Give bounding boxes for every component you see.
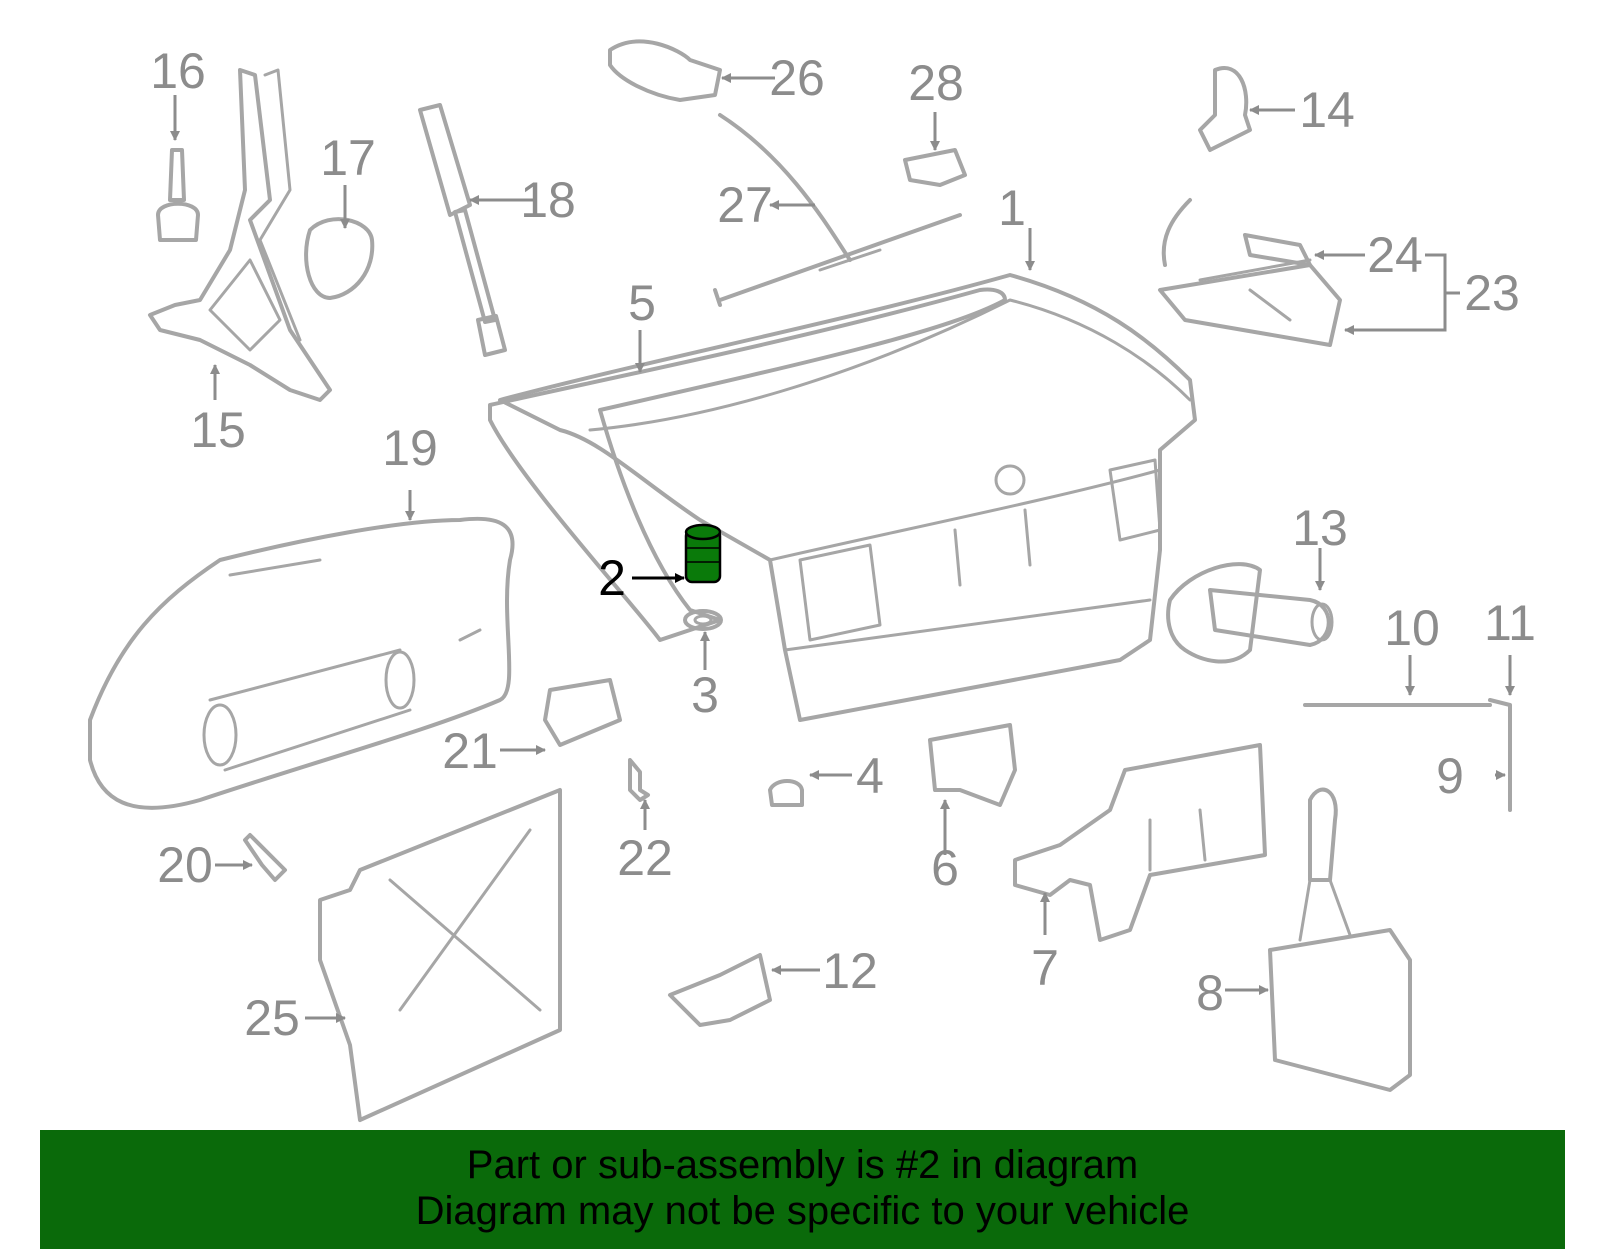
hinge-part — [148, 68, 332, 402]
plug-part-4 — [768, 779, 804, 807]
callout-10: 10 — [1384, 600, 1440, 656]
callout-11: 11 — [1484, 595, 1536, 651]
callout-4: 4 — [856, 748, 884, 804]
banner-line-2: Diagram may not be specific to your vehi… — [415, 1189, 1190, 1233]
callout-labels: 1 2 3 4 5 6 7 8 9 10 11 12 13 14 15 16 1… — [150, 43, 1536, 1046]
callout-15: 15 — [190, 402, 246, 458]
lock-assembly-part-23 — [1158, 198, 1342, 347]
highlighted-part-2 — [684, 523, 722, 584]
callout-19: 19 — [382, 420, 438, 476]
callout-14: 14 — [1299, 82, 1355, 138]
trim-panel-part — [88, 516, 515, 810]
callout-5: 5 — [628, 275, 656, 331]
panel-part-25 — [318, 788, 562, 1122]
leader-lines — [170, 73, 1515, 1023]
banner-line-1: Part or sub-assembly is #2 in diagram — [466, 1143, 1139, 1187]
callout-8: 8 — [1196, 965, 1224, 1021]
bumper-part-17 — [304, 217, 375, 300]
motor-part-13 — [1166, 562, 1334, 664]
bracket-part-26 — [608, 39, 722, 102]
callout-21: 21 — [442, 723, 498, 779]
striker-part-6 — [928, 723, 1017, 807]
bolt-part-20 — [243, 833, 287, 882]
gas-strut-part-18 — [418, 103, 507, 357]
rod-part-11 — [1488, 698, 1512, 812]
callout-20: 20 — [157, 837, 213, 893]
bracket-part-21 — [543, 678, 622, 747]
callout-26: 26 — [769, 50, 825, 106]
lever-part-14 — [1198, 66, 1252, 152]
callout-13: 13 — [1292, 500, 1348, 556]
release-cable-part-27 — [713, 113, 962, 307]
callout-12: 12 — [822, 943, 878, 999]
actuator-part-8 — [1268, 787, 1412, 1092]
latch-part-12 — [668, 953, 772, 1027]
callout-27: 27 — [717, 177, 773, 233]
callout-2: 2 — [598, 550, 626, 606]
callout-1: 1 — [998, 180, 1026, 236]
grommet-part-3 — [683, 609, 723, 631]
callout-23: 23 — [1464, 265, 1520, 321]
callout-9: 9 — [1436, 748, 1464, 804]
screw-part-22 — [628, 758, 650, 802]
callout-6: 6 — [931, 840, 959, 896]
callout-28: 28 — [908, 55, 964, 111]
callout-3: 3 — [691, 667, 719, 723]
bulb-part-24 — [1243, 233, 1312, 267]
callout-7: 7 — [1031, 940, 1059, 996]
callout-25: 25 — [244, 990, 300, 1046]
bolt-part-16 — [156, 148, 200, 242]
trunk-lid-part — [498, 273, 1197, 722]
callout-24: 24 — [1367, 227, 1423, 283]
clip-part-28 — [903, 148, 967, 187]
callout-17: 17 — [320, 130, 376, 186]
callout-22: 22 — [617, 830, 673, 886]
cover-part-7 — [1013, 743, 1267, 942]
weatherstrip-part — [488, 287, 1007, 642]
info-banner: Part or sub-assembly is #2 in diagram Di… — [40, 1130, 1565, 1249]
callout-18: 18 — [520, 172, 576, 228]
callout-16: 16 — [150, 43, 206, 99]
